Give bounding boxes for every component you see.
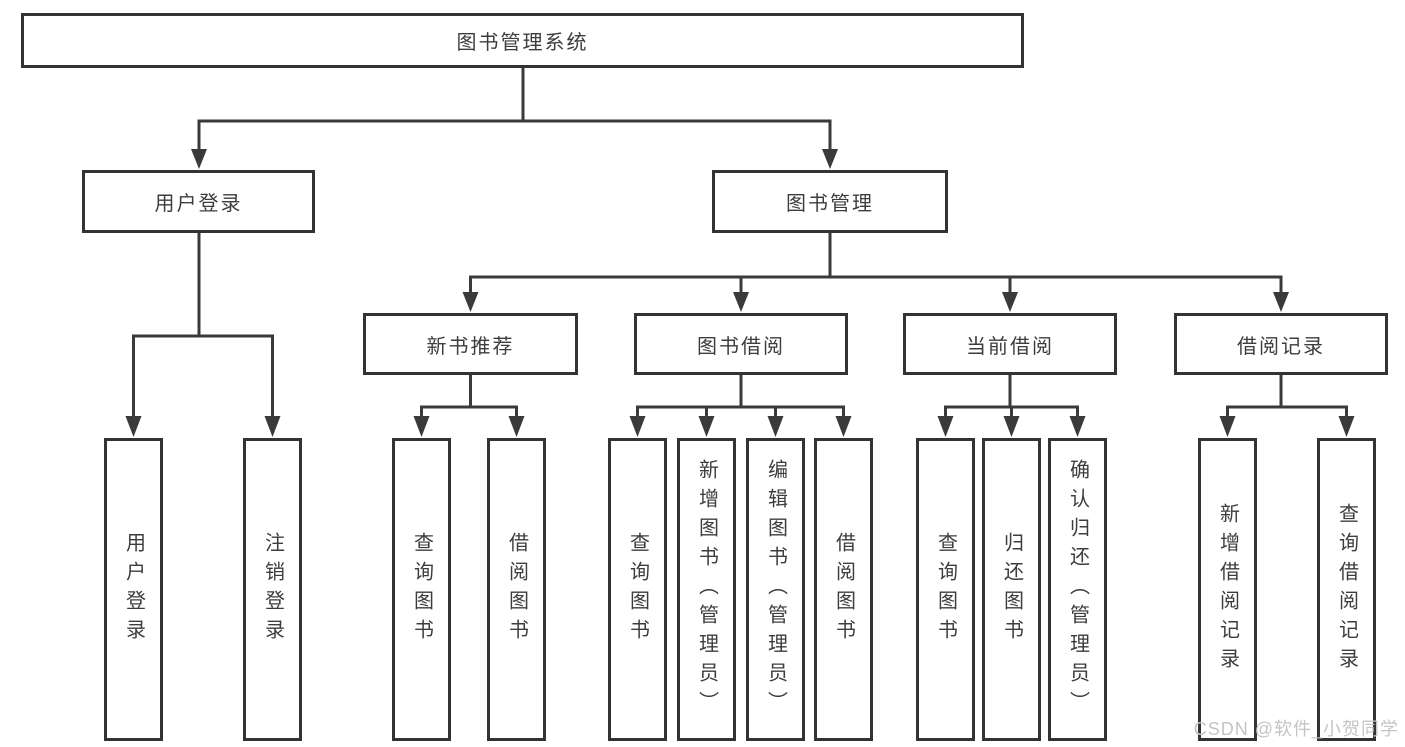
node-user-login: 用户登录: [82, 170, 315, 233]
node-label: 归还图书: [1000, 531, 1023, 648]
node-label: 当前借阅: [966, 335, 1054, 358]
connector-recommend-to-leaves: [413, 373, 525, 437]
node-label: 借阅图书: [505, 531, 528, 648]
leaf-return-book: 归还图书: [982, 438, 1041, 741]
node-label: 借阅图书: [832, 531, 855, 648]
connector-user-login-to-leaves: [125, 231, 281, 437]
leaf-add-book-admin: 新增图书（管理员）: [677, 438, 736, 741]
connector-borrowing-to-leaves: [629, 373, 852, 437]
leaf-logout: 注销登录: [243, 438, 302, 741]
leaf-borrow-books-recommend: 借阅图书: [487, 438, 546, 741]
node-book-borrowing: 图书借阅: [634, 313, 848, 375]
leaf-confirm-return-admin: 确认归还（管理员）: [1048, 438, 1107, 741]
node-label: 用户登录: [154, 193, 243, 215]
node-label: 借阅记录: [1237, 335, 1325, 358]
node-label: 图书借阅: [697, 335, 785, 358]
node-label: 查询图书: [410, 531, 433, 648]
node-library-management-system: 图书管理系统: [21, 13, 1024, 68]
node-new-book-recommendation: 新书推荐: [363, 313, 578, 375]
node-label: 编辑图书（管理员）: [764, 459, 787, 720]
leaf-query-books-borrowing: 查询图书: [608, 438, 667, 741]
connector-root-to-level2: [191, 66, 838, 169]
node-label: 新增图书（管理员）: [695, 459, 718, 720]
node-book-management: 图书管理: [712, 170, 948, 233]
node-label: 图书管理: [786, 193, 874, 215]
node-label: 确认归还（管理员）: [1066, 459, 1089, 720]
node-current-borrowing: 当前借阅: [903, 313, 1117, 375]
leaf-borrow-books: 借阅图书: [814, 438, 873, 741]
node-label: 查询图书: [626, 531, 649, 648]
leaf-query-borrow-record: 查询借阅记录: [1317, 438, 1376, 741]
leaf-query-books-current: 查询图书: [916, 438, 975, 741]
leaf-user-login: 用户登录: [104, 438, 163, 741]
node-label: 新增借阅记录: [1216, 502, 1239, 677]
node-label: 图书管理系统: [456, 32, 589, 54]
connector-records-to-leaves: [1219, 373, 1355, 437]
node-borrow-records: 借阅记录: [1174, 313, 1388, 375]
node-label: 查询图书: [934, 531, 957, 648]
node-label: 用户登录: [122, 531, 145, 648]
connector-current-to-leaves: [937, 373, 1086, 437]
csdn-watermark: CSDN @软件_小贺同学: [1193, 719, 1399, 739]
leaf-query-books-recommend: 查询图书: [392, 438, 451, 741]
leaf-edit-book-admin: 编辑图书（管理员）: [746, 438, 805, 741]
node-label: 查询借阅记录: [1335, 502, 1358, 677]
connector-book-mgmt-to-level3: [462, 231, 1289, 312]
leaf-add-borrow-record: 新增借阅记录: [1198, 438, 1257, 741]
node-label: 新书推荐: [426, 335, 515, 358]
node-label: 注销登录: [261, 531, 284, 648]
